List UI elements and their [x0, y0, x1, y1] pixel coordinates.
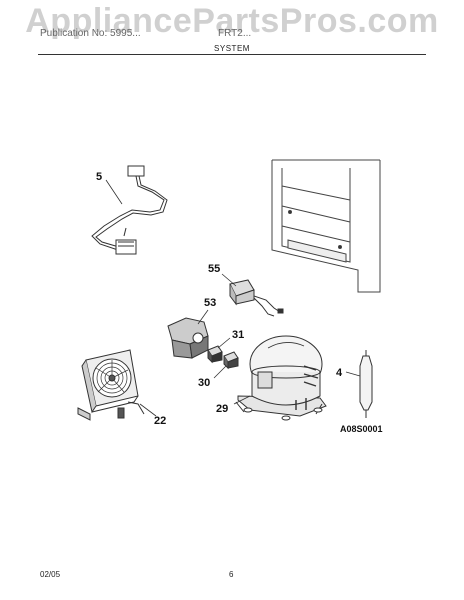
part-55-overload-box[interactable]	[229, 279, 284, 317]
leader-53	[197, 309, 209, 325]
callout-22: 22	[154, 415, 166, 427]
leader-5	[105, 179, 123, 205]
footer-page-number: 6	[229, 570, 234, 579]
watermark: AppliancePartsPros.com	[25, 2, 439, 40]
leader-4	[345, 371, 361, 377]
footer-date: 02/05	[40, 570, 61, 579]
part-30-overload-protector[interactable]	[223, 351, 239, 370]
callout-5: 5	[96, 171, 102, 183]
callout-31: 31	[232, 329, 244, 341]
callout-53: 53	[204, 297, 216, 309]
cabinet-back-outline	[271, 159, 381, 293]
leader-29	[233, 395, 251, 405]
part-22-condenser-fan[interactable]	[77, 349, 145, 421]
header-rule	[38, 54, 426, 55]
part-53-relay-cover[interactable]	[167, 317, 209, 359]
callout-29: 29	[216, 403, 228, 415]
section-title: SYSTEM	[214, 44, 250, 53]
model-label: FRT2...	[218, 28, 252, 39]
publication-label: Publication No: 5995...	[40, 28, 141, 39]
callout-30: 30	[198, 377, 210, 389]
leader-55	[221, 273, 237, 287]
diagram-code: A08S0001	[340, 424, 383, 434]
leader-30	[213, 365, 227, 379]
leader-31	[217, 337, 231, 349]
part-5-wire-harness[interactable]	[91, 165, 168, 255]
leader-22	[139, 403, 157, 417]
callout-55: 55	[208, 263, 220, 275]
part-31-start-relay[interactable]	[207, 345, 223, 364]
part-29-compressor[interactable]	[235, 335, 327, 421]
callout-4: 4	[336, 367, 343, 379]
part-4-filter-drier[interactable]	[359, 350, 373, 418]
